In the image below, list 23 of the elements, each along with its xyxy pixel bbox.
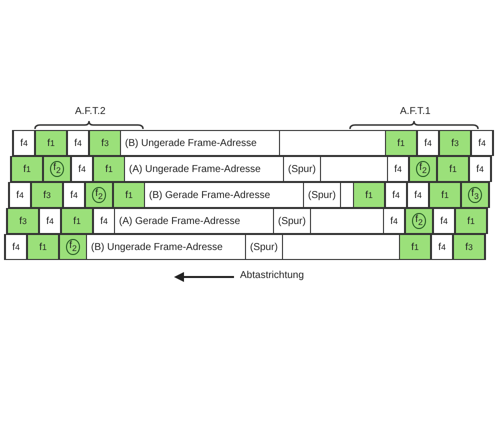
data-block: f$_{2}$	[59, 235, 87, 259]
tape-track	[8, 182, 490, 208]
track-label: (Spur)	[246, 235, 283, 259]
tape-track	[10, 156, 492, 182]
track-label: (Spur)	[304, 183, 341, 207]
tape-track	[6, 208, 488, 234]
address-label: (A) Ungerade Frame-Adresse	[125, 157, 284, 181]
brace-label: A.F.T.1	[400, 106, 431, 117]
address-label: (B) Ungerade Frame-Adresse	[87, 235, 246, 259]
direction-label: Abtastrichtung	[240, 270, 304, 281]
track-label: (Spur)	[274, 209, 311, 233]
address-label: (B) Ungerade Frame-Adresse	[121, 131, 280, 155]
data-block: f$_{2}$	[85, 183, 113, 207]
tape-track	[4, 234, 486, 260]
data-block: f$_{2}$	[409, 157, 437, 181]
address-label: (B) Gerade Frame-Adresse	[145, 183, 304, 207]
address-label: (A) Gerade Frame-Adresse	[115, 209, 274, 233]
data-block: f$_{3}$	[461, 183, 489, 207]
tape-track	[12, 130, 494, 156]
data-block: f$_{2}$	[405, 209, 433, 233]
track-label: (Spur)	[284, 157, 321, 181]
data-block: f$_{2}$	[43, 157, 71, 181]
brace-label: A.F.T.2	[75, 106, 106, 117]
